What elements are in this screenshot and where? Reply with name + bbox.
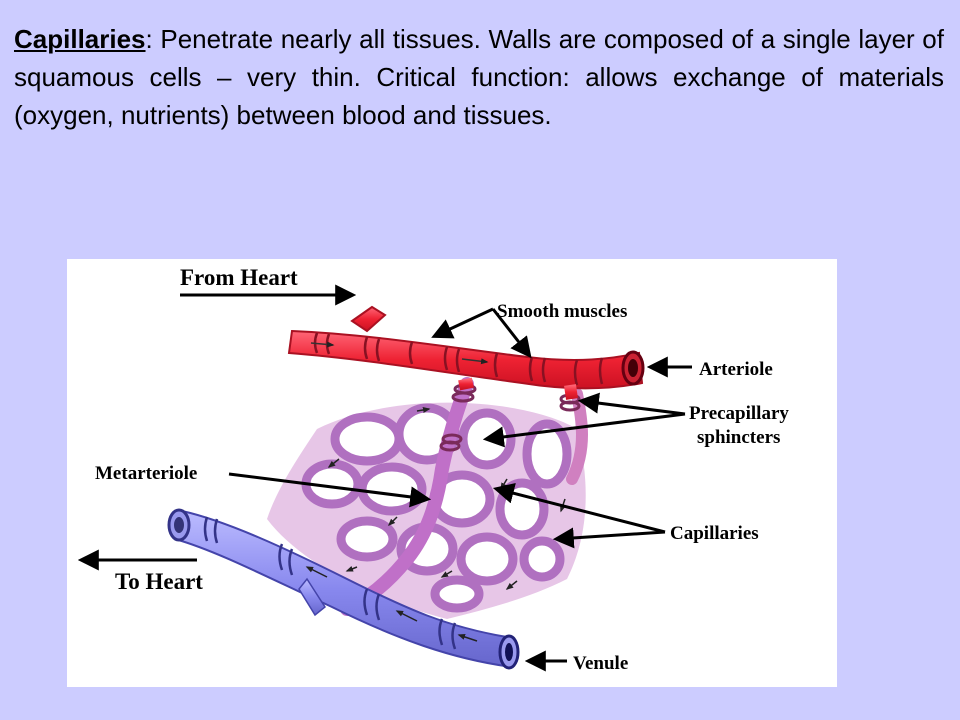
smooth-muscles-label: Smooth muscles <box>497 301 627 322</box>
venule-label: Venule <box>573 653 628 674</box>
metarteriole-vessel <box>340 377 474 616</box>
capillaries-label: Capillaries <box>670 523 759 544</box>
arteriole-label: Arteriole <box>699 359 773 380</box>
capillary-bed-diagram: From Heart To Heart Smooth muscles Arter… <box>67 259 837 687</box>
capillaries-leader-2 <box>552 527 666 549</box>
from-heart-label: From Heart <box>180 265 298 290</box>
intro-term: Capillaries <box>14 24 146 54</box>
smooth-muscles-leader-2 <box>491 308 532 359</box>
capillaries-leader-1 <box>492 482 666 534</box>
intro-text: : Penetrate nearly all tissues. Walls ar… <box>14 24 944 130</box>
precapillary-label-line1: Precapillary <box>689 403 789 424</box>
precapillary-leader-2 <box>482 412 686 448</box>
venule-vessel <box>167 508 520 670</box>
arteriole-vessel <box>287 305 645 400</box>
precapillary-label-line2: sphincters <box>697 427 780 448</box>
intro-paragraph: Capillaries: Penetrate nearly all tissue… <box>14 20 944 134</box>
precapillary-leader-1 <box>577 392 686 416</box>
metarteriole-label: Metarteriole <box>95 463 197 484</box>
smooth-muscles-leader-1 <box>431 307 494 339</box>
capillary-network <box>267 402 586 619</box>
metarteriole-leader <box>228 472 432 508</box>
to-heart-label: To Heart <box>115 569 203 594</box>
